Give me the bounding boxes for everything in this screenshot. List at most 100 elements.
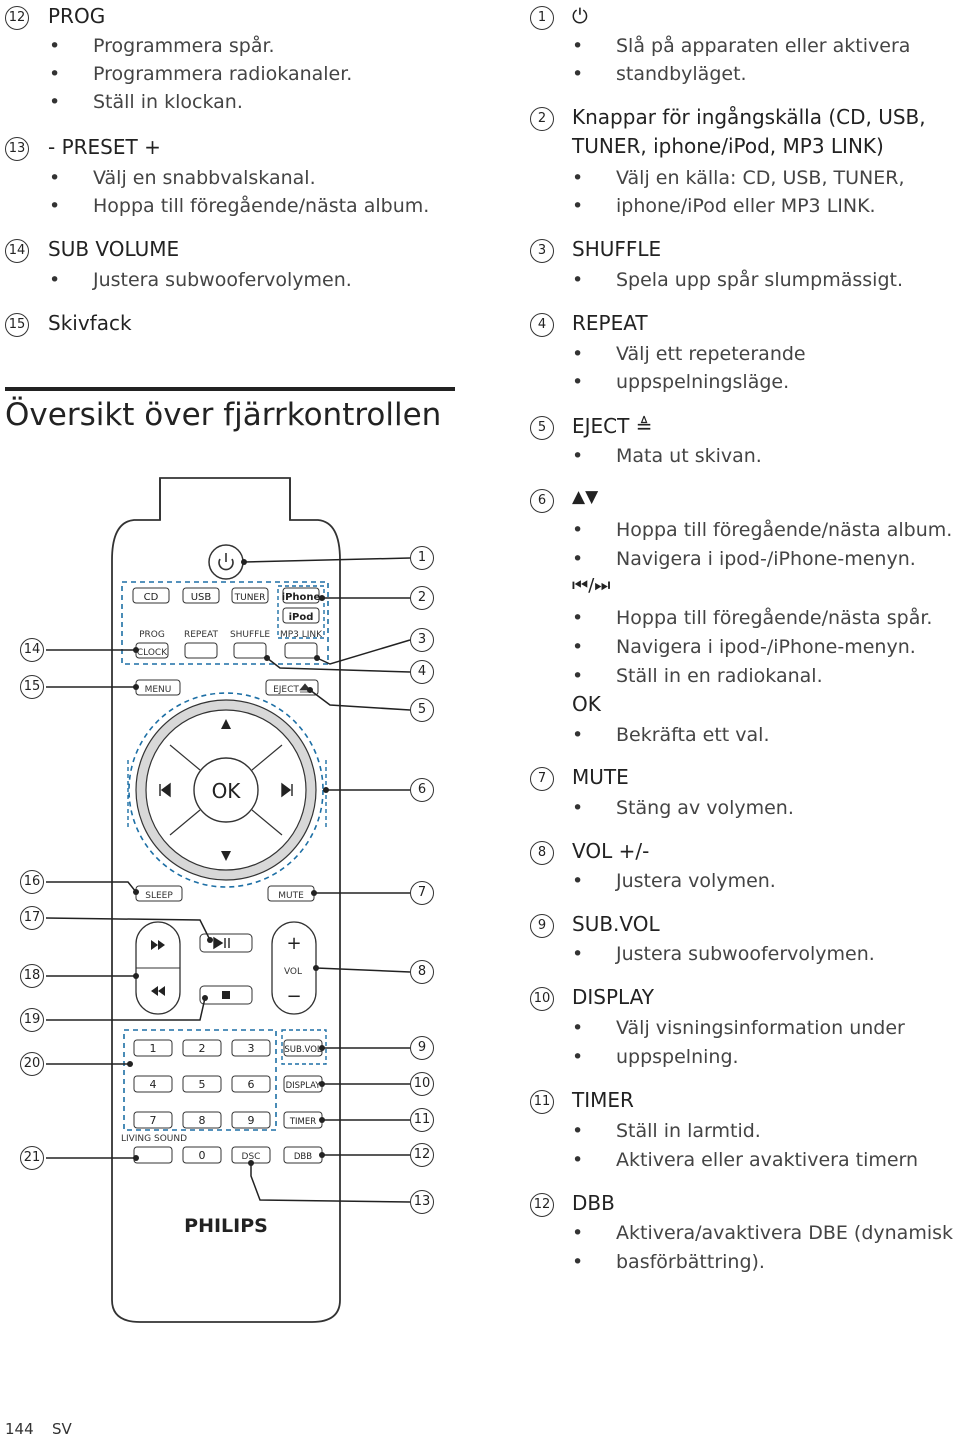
callout-badge: 13 xyxy=(410,1190,434,1214)
callout-badge: 18 xyxy=(20,964,44,988)
item-number-badge: 3 xyxy=(530,239,554,263)
mp3link-label: MP3 LINK xyxy=(280,630,323,640)
dbb-label: DBB xyxy=(294,1152,312,1162)
living-sound-label: LIVING SOUND xyxy=(121,1134,187,1144)
callout-badge: 12 xyxy=(410,1143,434,1167)
usb-label: USB xyxy=(191,592,212,603)
ipod-label: iPod xyxy=(289,612,314,623)
item-number-badge: 12 xyxy=(530,1193,554,1217)
callout-badge: 19 xyxy=(20,1008,44,1032)
callout-badge: 7 xyxy=(410,881,434,905)
item-title: EJECT ≜ xyxy=(572,414,653,438)
item-title: - PRESET + xyxy=(48,135,161,159)
key-1: 1 xyxy=(150,1042,157,1055)
section-title: Översikt över fjärrkontrollen xyxy=(5,397,442,433)
next-icon xyxy=(281,782,293,798)
item-number-badge: 12 xyxy=(5,6,29,30)
item-title: SHUFFLE xyxy=(572,237,662,261)
item-number-badge: 7 xyxy=(530,767,554,791)
bullet-text: Navigera i ipod-/iPhone-menyn. xyxy=(572,633,916,662)
repeat-label: REPEAT xyxy=(184,630,219,640)
bullet-text: Spela upp spår slumpmässigt. xyxy=(572,266,903,295)
callout-badge: 4 xyxy=(410,660,434,684)
item-subtitle: ⏮/⏭ xyxy=(572,575,611,596)
bullet-text: Justera volymen. xyxy=(572,867,776,896)
item-number-badge: 8 xyxy=(530,841,554,865)
display-label: DISPLAY xyxy=(286,1081,322,1091)
eject-label: EJECT xyxy=(273,685,299,695)
callout-badge: 15 xyxy=(20,675,44,699)
bullet-text: Hoppa till föregående/nästa spår. xyxy=(572,604,933,633)
item-title: REPEAT xyxy=(572,311,648,335)
key-8: 8 xyxy=(199,1114,206,1127)
item-number-badge: 9 xyxy=(530,914,554,938)
key-0: 0 xyxy=(199,1149,206,1162)
key-2: 2 xyxy=(199,1042,206,1055)
callout-badge: 16 xyxy=(20,870,44,894)
bullet-text: Aktivera/avaktivera DBE (dynamisk xyxy=(572,1219,953,1248)
down-arrow-icon xyxy=(221,851,231,861)
bullet-text: Ställ in en radiokanal. xyxy=(572,662,823,691)
item-title: DBB xyxy=(572,1191,615,1215)
item-number-badge: 15 xyxy=(5,313,29,337)
ok-label: OK xyxy=(212,779,242,803)
key-5: 5 xyxy=(199,1078,206,1091)
bullet-text: Aktivera eller avaktivera timern xyxy=(572,1146,918,1175)
dsc-label: DSC xyxy=(242,1152,261,1162)
key-6: 6 xyxy=(248,1078,255,1091)
mute-label: MUTE xyxy=(278,891,304,901)
callout-badge: 2 xyxy=(410,586,434,610)
bullet-text-cont: uppspelningsläge. xyxy=(572,368,789,397)
bullet-text: Välj en snabbvalskanal. xyxy=(49,164,316,193)
ok-button xyxy=(193,757,259,823)
vol-minus: − xyxy=(286,986,301,1007)
bullet-text: Mata ut skivan. xyxy=(572,442,762,471)
item-title: Skivfack xyxy=(48,311,132,335)
iphone-label: iPhone xyxy=(282,592,321,603)
item-title: SUB.VOL xyxy=(572,912,660,936)
remote-control-diagram: CD USB TUNER iPhone iPod PROG REPEAT SHU… xyxy=(45,477,411,1323)
bullet-text-cont: iphone/iPod eller MP3 LINK. xyxy=(572,192,876,221)
rewind-icon xyxy=(151,986,165,996)
item-title: SUB VOLUME xyxy=(48,237,180,261)
item-title: ▲▼ xyxy=(572,487,599,507)
bullet-text-cont: uppspelning. xyxy=(572,1043,738,1072)
prog-label: PROG xyxy=(139,630,165,640)
item-title: TIMER xyxy=(572,1088,634,1112)
up-arrow-icon xyxy=(221,719,231,729)
page-number: 144 xyxy=(5,1420,34,1438)
item-number-badge: 5 xyxy=(530,416,554,440)
section-rule xyxy=(5,387,455,391)
language-code: SV xyxy=(52,1420,72,1438)
bullet-text: Hoppa till föregående/nästa album. xyxy=(572,516,952,545)
power-symbol: ⏻ xyxy=(572,4,588,28)
subvol-label: SUB.VOL xyxy=(284,1045,322,1055)
bullet-text: Välj en källa: CD, USB, TUNER, xyxy=(572,164,904,193)
keypad-group xyxy=(123,1029,277,1131)
bullet-text: Hoppa till föregående/nästa album. xyxy=(49,192,429,221)
vol-label: VOL xyxy=(284,967,302,977)
sleep-label: SLEEP xyxy=(145,891,173,901)
bullet-text: Ställ in larmtid. xyxy=(572,1117,761,1146)
play-pause-icon xyxy=(213,936,230,950)
item-number-badge: 6 xyxy=(530,489,554,513)
shuffle-label: SHUFFLE xyxy=(230,630,270,640)
menu-label: MENU xyxy=(145,685,172,695)
item-number-badge: 10 xyxy=(530,987,554,1011)
bullet-text: Välj ett repeterande xyxy=(572,340,806,369)
bullet-text: Stäng av volymen. xyxy=(572,794,794,823)
callout-badge: 11 xyxy=(410,1108,434,1132)
bullet-text: Justera subwoofervolymen. xyxy=(49,266,352,295)
key-9: 9 xyxy=(248,1114,255,1127)
prev-icon xyxy=(159,782,171,798)
callout-badge: 5 xyxy=(410,698,434,722)
bullet-text-cont: standbyläget. xyxy=(572,60,746,89)
vol-plus: + xyxy=(286,933,301,954)
item-title: VOL +/- xyxy=(572,839,650,863)
bullet-text-cont: basförbättring). xyxy=(572,1248,765,1277)
item-title: MUTE xyxy=(572,765,629,789)
callout-badge: 21 xyxy=(20,1146,44,1170)
timer-label: TIMER xyxy=(289,1117,316,1127)
bullet-text: Programmera spår. xyxy=(49,32,274,61)
bullet-text: Justera subwoofervolymen. xyxy=(572,940,875,969)
